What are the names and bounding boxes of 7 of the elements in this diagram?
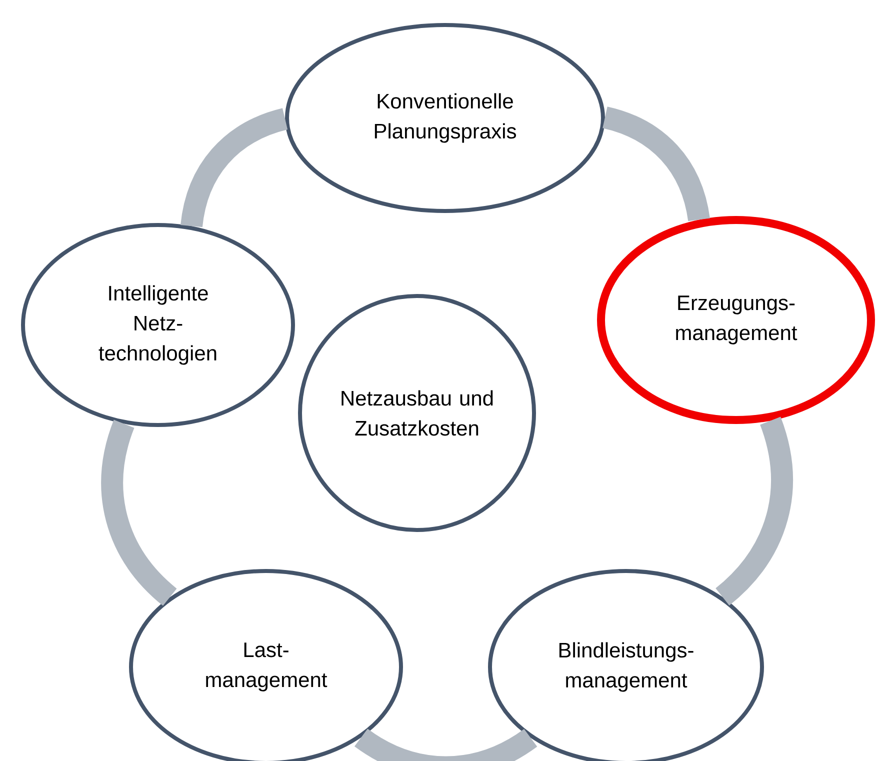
ellipse-node: Konventionelle Planungspraxis [285, 23, 605, 213]
ring-segment [354, 728, 537, 761]
ellipse-node: Erzeugungs-management [597, 216, 875, 424]
ring-segment [101, 420, 178, 606]
circle-node: Netzausbau und Zusatzkosten [298, 294, 536, 532]
ring-segment [715, 417, 793, 606]
ellipse-node: Intelligente Netz-technologien [21, 223, 295, 427]
